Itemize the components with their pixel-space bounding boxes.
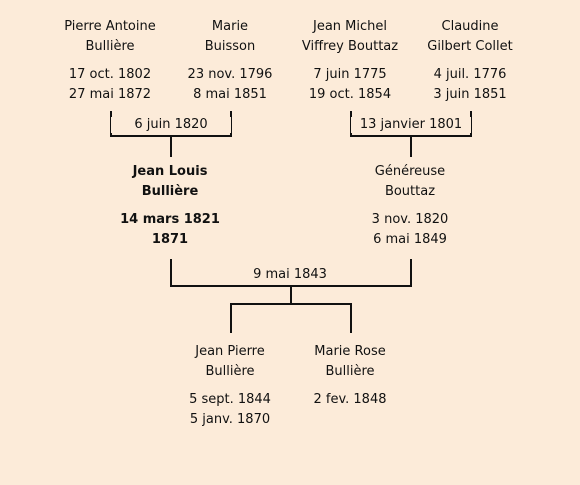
person-name-first: Marie Rose — [314, 344, 386, 359]
person-name-last: Viffrey Bouttaz — [301, 39, 399, 54]
person-name-last: Buisson — [204, 39, 256, 54]
person-birth-date: 5 sept. 1844 — [189, 392, 271, 407]
person-birth-date: 23 nov. 1796 — [187, 67, 273, 82]
person-death-date: 27 mai 1872 — [68, 87, 152, 102]
marriage-date-right: 13 janvier 1801 — [351, 117, 471, 133]
person-birth-date: 17 oct. 1802 — [68, 67, 152, 82]
person-marie-rose-bulliere: Marie Rose Bullière 2 fev. 1848 — [275, 342, 425, 410]
person-name-last: Bullière — [85, 39, 135, 54]
person-jean-michel-viffrey-bouttaz: Jean Michel Viffrey Bouttaz 7 juin 1775 … — [275, 17, 425, 105]
person-name-last: Bullière — [325, 364, 375, 379]
person-death-date: 3 juin 1851 — [433, 87, 507, 102]
person-name-first: Jean Louis — [132, 164, 208, 179]
connector-children-right-drop — [350, 303, 352, 333]
person-name-first: Jean Pierre — [195, 344, 265, 359]
connector-right-couple-right-drop — [470, 111, 472, 137]
person-claudine-gilbert-collet: Claudine Gilbert Collet 4 juil. 1776 3 j… — [395, 17, 545, 105]
person-name-last: Bullière — [141, 184, 199, 199]
connector-left-couple-right-drop — [230, 111, 232, 137]
person-jean-louis-bulliere: Jean Louis Bullière 14 mars 1821 1871 — [95, 162, 245, 250]
person-death-date: 6 mai 1849 — [373, 232, 447, 247]
person-death-date: 19 oct. 1854 — [308, 87, 392, 102]
person-birth-date: 4 juil. 1776 — [433, 67, 507, 82]
person-marie-buisson: Marie Buisson 23 nov. 1796 8 mai 1851 — [155, 17, 305, 105]
connector-children-bar — [230, 303, 352, 305]
connector-right-couple-stem — [410, 135, 412, 157]
person-death-date: 1871 — [151, 232, 189, 247]
marriage-date-parents: 9 mai 1843 — [230, 267, 350, 283]
person-name-first: Jean Michel — [313, 19, 387, 34]
person-name-first: Claudine — [441, 19, 499, 34]
person-name-last: Gilbert Collet — [427, 39, 513, 54]
person-genereuse-bouttaz: Généreuse Bouttaz 3 nov. 1820 6 mai 1849 — [335, 162, 485, 250]
person-name-last: Bouttaz — [384, 184, 436, 199]
person-death-date: 5 janv. 1870 — [189, 412, 271, 427]
person-birth-date: 7 juin 1775 — [313, 67, 387, 82]
connector-parents-stem — [290, 285, 292, 305]
person-jean-pierre-bulliere: Jean Pierre Bullière 5 sept. 1844 5 janv… — [155, 342, 305, 430]
person-name-first: Généreuse — [374, 164, 446, 179]
person-birth-date: 3 nov. 1820 — [371, 212, 449, 227]
connector-children-left-drop — [230, 303, 232, 333]
connector-parents-left-drop — [170, 259, 172, 287]
person-name-first: Pierre Antoine — [64, 19, 156, 34]
person-birth-date: 14 mars 1821 — [120, 212, 220, 227]
connector-parents-right-drop — [410, 259, 412, 287]
person-name-first: Marie — [211, 19, 249, 34]
marriage-date-left: 6 juin 1820 — [111, 117, 231, 133]
person-birth-date: 2 fev. 1848 — [313, 392, 387, 407]
connector-left-couple-stem — [170, 135, 172, 157]
person-name-last: Bullière — [205, 364, 255, 379]
person-pierre-antoine-bulliere: Pierre Antoine Bullière 17 oct. 1802 27 … — [35, 17, 185, 105]
person-death-date: 8 mai 1851 — [193, 87, 267, 102]
